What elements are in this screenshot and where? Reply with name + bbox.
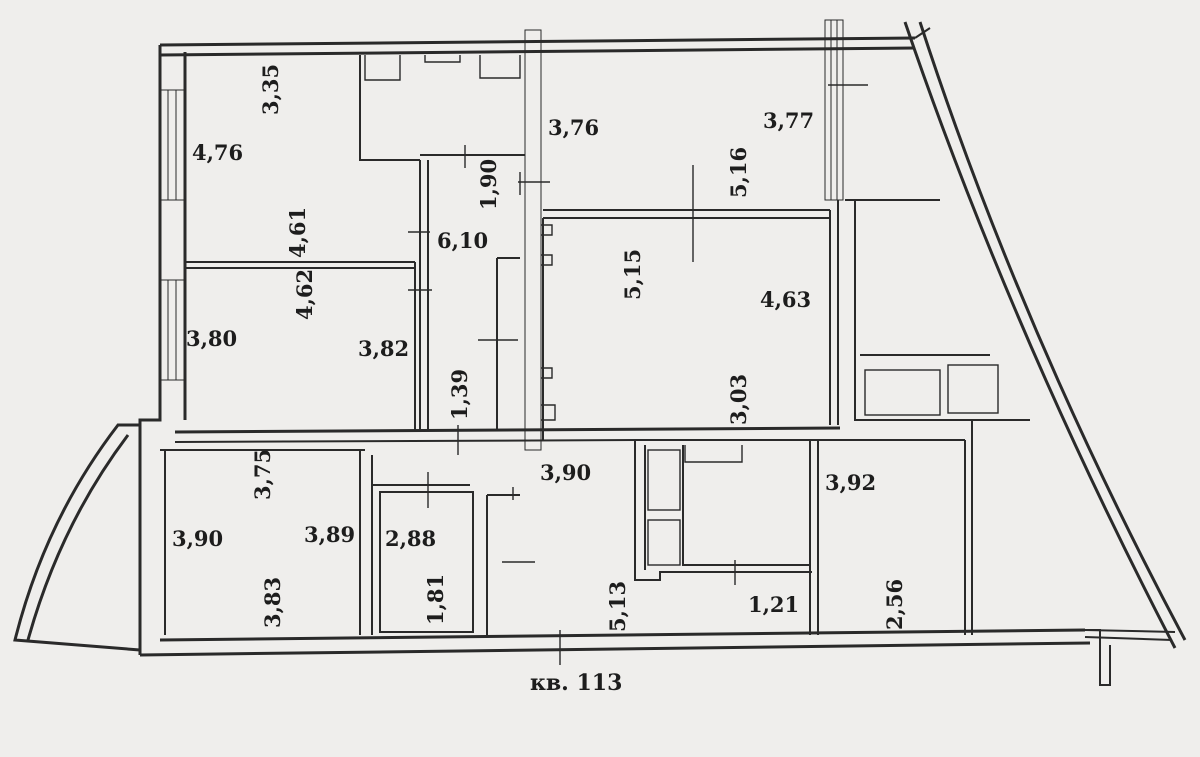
dimension-label: 3,77 [763,108,814,133]
dimension-label: 6,10 [437,228,488,253]
dimension-label: 3,90 [172,526,223,551]
dimension-label: 5,16 [726,147,751,198]
dimension-label: 3,75 [250,449,275,500]
dimension-label: 4,76 [192,140,243,165]
dimension-labels: 3,35 4,76 4,61 1,90 6,10 3,76 3,77 5,16 … [172,64,907,632]
dimension-label: 3,82 [358,336,409,361]
outer-walls [138,36,1111,686]
dimension-label: 3,89 [304,522,355,547]
dimension-label: 3,03 [726,374,751,425]
dimension-label: 2,56 [882,579,907,630]
interior-walls [160,55,1030,635]
right-balcony [903,21,1187,649]
dimension-label: 2,88 [385,526,436,551]
dimension-label: 5,13 [605,581,630,632]
apartment-label: кв. 113 [530,670,622,696]
door-marks [408,84,868,665]
dimension-label: 1,81 [423,574,448,625]
dimension-label: 1,39 [447,369,472,420]
dimension-label: 4,61 [285,207,310,258]
dimension-label: 3,83 [260,577,285,628]
dimension-label: 1,21 [748,592,799,617]
dimension-label: 3,35 [258,64,283,115]
dimension-label: 4,62 [292,269,317,320]
left-balcony [13,423,141,652]
windows [159,19,844,451]
dimension-label: 3,76 [548,115,599,140]
dimension-label: 5,15 [620,249,645,300]
dimension-label: 3,92 [825,470,876,495]
dimension-label: 3,90 [540,460,591,485]
dimension-label: 3,80 [186,326,237,351]
dimension-label: 1,90 [476,159,501,210]
dimension-label: 4,63 [760,287,811,312]
